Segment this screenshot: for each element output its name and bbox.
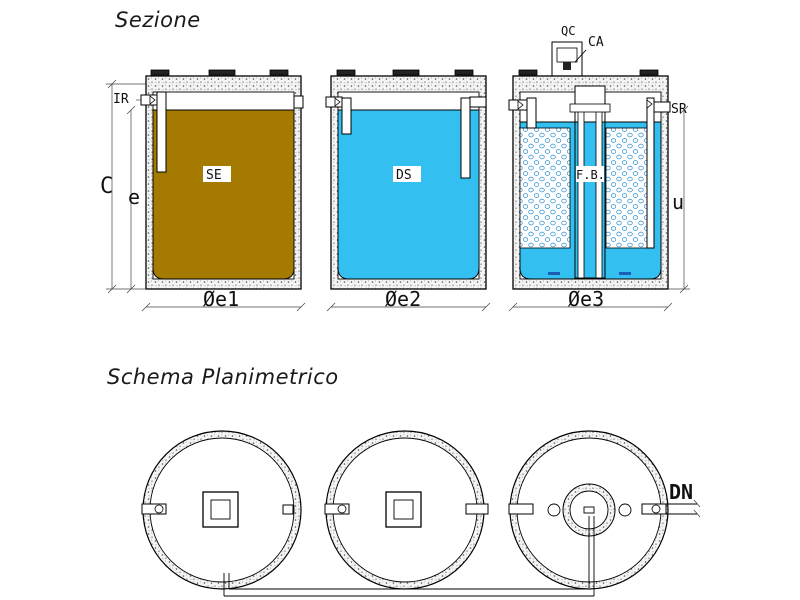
manhole-outer <box>385 491 422 528</box>
diameter-dim-3: Øe3 <box>508 287 673 312</box>
diameter-label-1: Øe1 <box>203 287 239 311</box>
inlet-arrow-icon <box>149 95 156 105</box>
tank-code-box <box>576 166 604 182</box>
tank-fb-plan <box>508 430 669 590</box>
central-fitting <box>583 506 595 514</box>
inlet-pipe-plan <box>141 503 167 515</box>
tank-se-section: SE <box>140 69 304 290</box>
diffuser <box>619 272 631 275</box>
lid-cap <box>639 69 659 76</box>
tank-se-plan <box>141 430 302 590</box>
outlet-pipe <box>293 95 304 109</box>
manhole-inner <box>393 499 414 520</box>
outlet-pipe-plan <box>465 503 489 515</box>
tank-content <box>152 109 295 280</box>
air-riser-right <box>618 503 632 517</box>
lid-cap <box>518 69 538 76</box>
blower-outlet <box>563 62 571 70</box>
filter-media-right <box>605 127 648 249</box>
lid-cap <box>392 69 420 76</box>
label-qc: QC <box>561 24 575 38</box>
tank-code: DS <box>396 168 412 183</box>
tank-fb-section: QC CA F.B. <box>508 24 671 290</box>
inlet-dip-pipe <box>526 97 537 129</box>
dimension-u: u <box>668 105 690 294</box>
label-dn: DN <box>669 480 693 504</box>
lid-cap <box>269 69 289 76</box>
tank-code: SE <box>206 168 222 183</box>
outlet-pipe <box>653 101 671 113</box>
lid-cap <box>150 69 170 76</box>
tank-code-box <box>203 166 231 182</box>
diameter-label-3: Øe3 <box>568 287 604 311</box>
outlet-pipe-plan <box>282 504 294 515</box>
label-ca: CA <box>588 35 604 50</box>
inlet-dip-pipe <box>156 91 167 173</box>
filter-media-left <box>519 127 571 249</box>
outlet-fitting <box>651 504 661 514</box>
label-c: C <box>100 174 113 199</box>
dn-outlet: DN <box>666 480 701 518</box>
tank-content <box>337 109 480 280</box>
diameter-dim-1: Øe1 <box>141 287 306 312</box>
inlet-pipe-plan <box>324 503 350 515</box>
tank-inner-circle <box>332 437 478 583</box>
diameter-dim-2: Øe2 <box>326 287 491 312</box>
dimension-c: C <box>100 79 146 294</box>
column-cap <box>569 103 611 113</box>
air-riser-left <box>547 503 561 517</box>
tank-inner-circle <box>149 437 295 583</box>
outlet-pipe <box>469 96 487 108</box>
lid-cap <box>336 69 356 76</box>
inlet-arrow-icon <box>334 97 341 107</box>
dimension-e: e <box>126 105 140 294</box>
label-ir-group: IR <box>113 92 141 107</box>
air-pipe <box>595 109 603 279</box>
label-ir: IR <box>113 92 129 107</box>
outlet-dip-pipe <box>460 97 471 179</box>
tank-ds-plan <box>324 430 489 590</box>
lid-cap <box>454 69 474 76</box>
sludge-return-pipe <box>646 97 655 249</box>
label-e: e <box>128 185 140 209</box>
tank-code: F.B. <box>576 168 605 182</box>
inlet-fitting <box>154 504 164 514</box>
air-distribution-pipe <box>223 573 595 597</box>
inlet-dip-pipe <box>341 97 352 135</box>
inlet-pipe-plan <box>508 503 534 515</box>
tank-code-box <box>393 166 421 182</box>
manhole-outer <box>202 491 239 528</box>
section-heading: Sezione <box>115 8 201 32</box>
diameter-label-2: Øe2 <box>385 287 421 311</box>
label-u: u <box>672 190 684 214</box>
outlet-arrow-icon <box>646 99 653 109</box>
diffuser <box>548 272 560 275</box>
label-sr: SR <box>671 102 687 117</box>
plan-heading: Schema Planimetrico <box>107 365 339 389</box>
blower-unit <box>556 47 578 63</box>
air-pipe <box>577 109 585 279</box>
lid-cap <box>208 69 236 76</box>
inlet-arrow-icon <box>517 100 524 110</box>
tank-ds-section: DS <box>325 69 487 290</box>
inlet-fitting <box>337 504 347 514</box>
label-sr-group: SR <box>671 102 687 117</box>
inlet-pipe <box>325 96 343 108</box>
manhole-inner <box>210 499 231 520</box>
